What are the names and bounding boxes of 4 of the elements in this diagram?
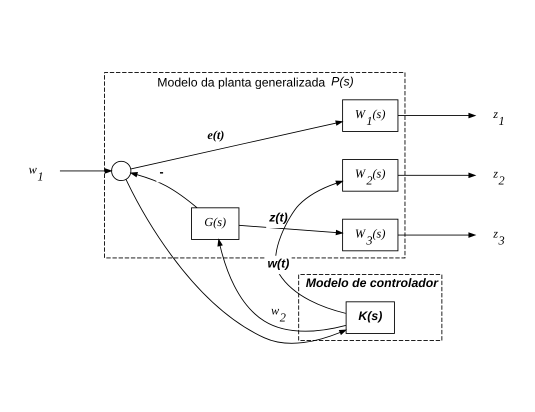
edge-label: - bbox=[159, 164, 164, 178]
edge-label: w(t) bbox=[268, 256, 290, 270]
edge-label: z(t) bbox=[269, 210, 288, 224]
edge-label: e(t) bbox=[207, 128, 224, 142]
